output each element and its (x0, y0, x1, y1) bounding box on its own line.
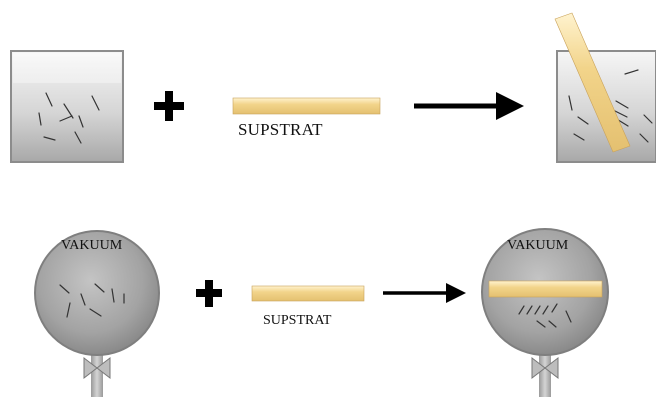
vacuum-label-right: VAKUUM (507, 238, 569, 253)
vacuum-label-left: VAKUUM (61, 238, 123, 253)
substrate-bottom (251, 285, 365, 302)
arrow-right-icon (414, 92, 524, 120)
vacuum-chamber-right (481, 228, 609, 397)
substrate-tilted (554, 12, 631, 153)
substrate-label-bottom: SUPSTRAT (263, 313, 332, 328)
molecules-chamber-right (518, 303, 572, 328)
container-right (554, 12, 656, 163)
plus-icon-2 (196, 280, 222, 307)
substrate-in-chamber (488, 280, 603, 298)
valve-icon (83, 356, 111, 380)
molecules-left (38, 92, 100, 144)
arrow-right-icon-2 (383, 283, 466, 303)
molecules-right (568, 69, 653, 143)
container-left (10, 50, 124, 163)
molecules-chamber-left (59, 283, 125, 318)
substrate-label-top: SUPSTRAT (238, 120, 323, 139)
plus-icon (154, 91, 184, 121)
substrate-top (232, 97, 381, 115)
vacuum-chamber-left (34, 230, 160, 397)
valve-icon-2 (531, 356, 559, 380)
